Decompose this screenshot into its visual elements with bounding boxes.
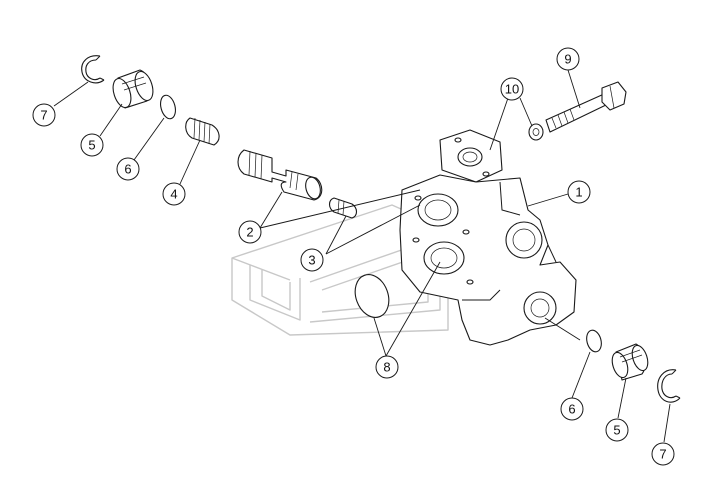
callout-7-bottom: 7 [651, 442, 675, 466]
flange-block [439, 129, 503, 183]
callout-8: 8 [375, 355, 399, 379]
plug-bottom [611, 343, 649, 381]
callout-label: 3 [308, 253, 315, 268]
bolt [545, 81, 627, 133]
callout-1: 1 [567, 180, 591, 204]
plug-top [112, 69, 154, 109]
callout-5-top: 5 [80, 133, 104, 157]
callout-label: 10 [505, 82, 519, 97]
callout-4: 4 [162, 182, 186, 206]
callout-label: 7 [40, 108, 47, 123]
o-ring-large [354, 274, 390, 318]
callout-label: 5 [88, 138, 95, 153]
callout-6-bottom: 6 [560, 397, 584, 421]
callout-label: 1 [575, 185, 582, 200]
callout-label: 5 [613, 423, 620, 438]
callout-label: 6 [124, 162, 131, 177]
callout-label: 8 [383, 360, 390, 375]
snap-ring-top [81, 55, 105, 84]
callout-label: 9 [564, 52, 571, 67]
callout-7-top: 7 [32, 103, 56, 127]
leader-lines [53, 69, 671, 443]
callout-10: 10 [500, 77, 524, 101]
callout-5-bottom: 5 [605, 418, 629, 442]
washer [528, 123, 544, 141]
callout-label: 6 [568, 402, 575, 417]
callout-label: 7 [659, 447, 666, 462]
snap-ring-bottom [657, 369, 681, 403]
valve-housing [399, 174, 577, 346]
callout-3: 3 [300, 248, 324, 272]
callout-6-top: 6 [116, 157, 140, 181]
o-ring-bottom [586, 329, 602, 353]
callout-label: 4 [170, 187, 177, 202]
o-ring-top [160, 94, 176, 120]
callout-2: 2 [238, 220, 262, 244]
callout-9: 9 [556, 47, 580, 71]
spool [237, 149, 323, 201]
callout-label: 2 [246, 225, 253, 240]
spring [185, 117, 220, 146]
